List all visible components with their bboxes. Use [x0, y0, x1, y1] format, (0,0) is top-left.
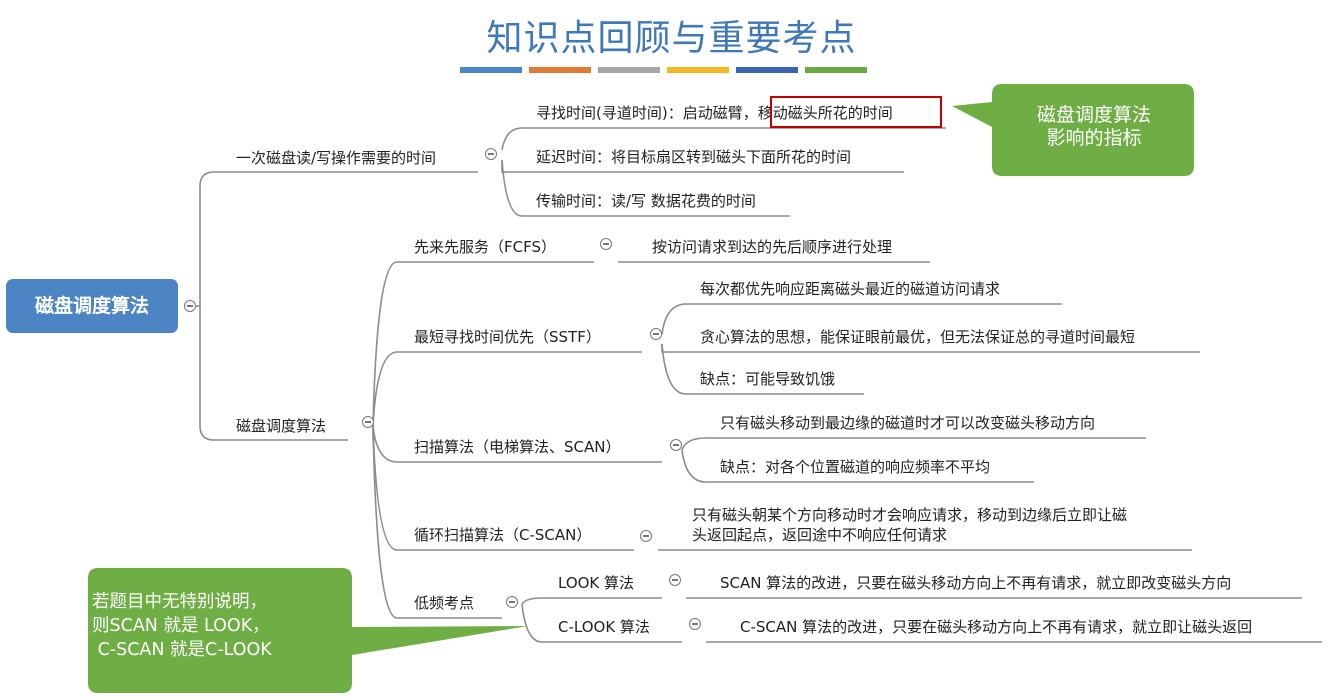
detail-look: SCAN 算法的改进，只要在磁头移动方向上不再有请求，就立即改变磁头方向	[720, 574, 1232, 592]
detail-sstf: 每次都优先响应距离磁头最近的磁道访问请求	[700, 280, 1001, 298]
detail-scan: 缺点：对各个位置磁道的响应频率不平均	[720, 458, 991, 476]
node-sstf[interactable]: 最短寻找时间优先（SSTF）	[414, 328, 601, 346]
color-bar	[736, 67, 798, 73]
callout-line: 影响的指标	[1046, 127, 1142, 149]
callout-left-shape	[88, 568, 528, 693]
color-bar	[805, 67, 867, 73]
collapse-icon[interactable]	[689, 618, 701, 630]
connector-algorithms-branch	[199, 306, 348, 441]
collapse-icon[interactable]	[184, 300, 196, 312]
color-bar	[667, 67, 729, 73]
seek-time-label: 寻找时间(寻道时间)：启动磁臂，	[536, 104, 758, 122]
callout-line: 磁盘调度算法	[1036, 104, 1151, 126]
detail-cscan: 头返回起点，返回途中不响应任何请求	[692, 526, 948, 544]
color-bar	[598, 67, 660, 73]
collapse-icon[interactable]	[650, 328, 662, 340]
node-look[interactable]: LOOK 算法	[558, 574, 635, 592]
detail-clook: C-SCAN 算法的改进，只要在磁头移动方向上不再有请求，就立即让磁头返回	[740, 618, 1253, 636]
color-bar	[529, 67, 591, 73]
collapse-icon[interactable]	[670, 439, 682, 451]
detail-sstf: 贪心算法的思想，能保证眼前最优，但无法保证总的寻道时间最短	[700, 328, 1136, 346]
callout-line: C-SCAN 就是C-LOOK	[92, 640, 272, 660]
callout-line: 若题目中无特别说明，	[92, 592, 267, 612]
callout-line: 则SCAN 就是 LOOK，	[92, 616, 270, 636]
detail-scan: 只有磁头移动到最边缘的磁道时才可以改变磁头移动方向	[720, 414, 1096, 432]
callout-right-shape	[952, 84, 1194, 176]
node-scan[interactable]: 扫描算法（电梯算法、SCAN）	[414, 438, 621, 456]
detail-fcfs: 按访问请求到达的先后顺序进行处理	[652, 238, 893, 256]
collapse-icon[interactable]	[506, 596, 518, 608]
node-seek-time[interactable]: 寻找时间(寻道时间)：启动磁臂，移动磁头所花的时间	[536, 103, 893, 123]
detail-sstf: 缺点：可能导致饥饿	[700, 370, 836, 388]
node-disk-rw-time[interactable]: 一次磁盘读/写操作需要的时间	[236, 149, 437, 167]
collapse-icon[interactable]	[640, 530, 652, 542]
collapse-icon[interactable]	[362, 416, 374, 428]
detail-cscan: 只有磁头朝某个方向移动时才会响应请求，移动到边缘后立即让磁	[692, 506, 1128, 524]
callout-right: 磁盘调度算法 影响的指标	[996, 104, 1192, 150]
node-latency-time[interactable]: 延迟时间：将目标扇区转到磁头下面所花的时间	[536, 148, 852, 166]
page-title: 知识点回顾与重要考点	[486, 18, 857, 59]
node-fcfs[interactable]: 先来先服务（FCFS）	[414, 238, 556, 256]
highlight-box	[770, 96, 942, 128]
root-node[interactable]: 磁盘调度算法	[6, 279, 178, 333]
collapse-icon[interactable]	[669, 574, 681, 586]
color-bar	[460, 67, 522, 73]
collapse-icon[interactable]	[485, 148, 497, 160]
node-clook[interactable]: C-LOOK 算法	[558, 618, 650, 636]
node-cscan[interactable]: 循环扫描算法（C-SCAN）	[414, 526, 592, 544]
seek-time-highlight: 移动磁头所花的时间	[757, 104, 893, 122]
node-low-frequency[interactable]: 低频考点	[414, 594, 475, 612]
collapse-icon[interactable]	[600, 238, 612, 250]
node-transfer-time[interactable]: 传输时间：读/写 数据花费的时间	[536, 192, 756, 210]
connector-time-branch	[196, 171, 478, 307]
callout-left: 若题目中无特别说明， 则SCAN 就是 LOOK， C-SCAN 就是C-LOO…	[92, 590, 350, 662]
node-disk-scheduling[interactable]: 磁盘调度算法	[236, 417, 327, 435]
